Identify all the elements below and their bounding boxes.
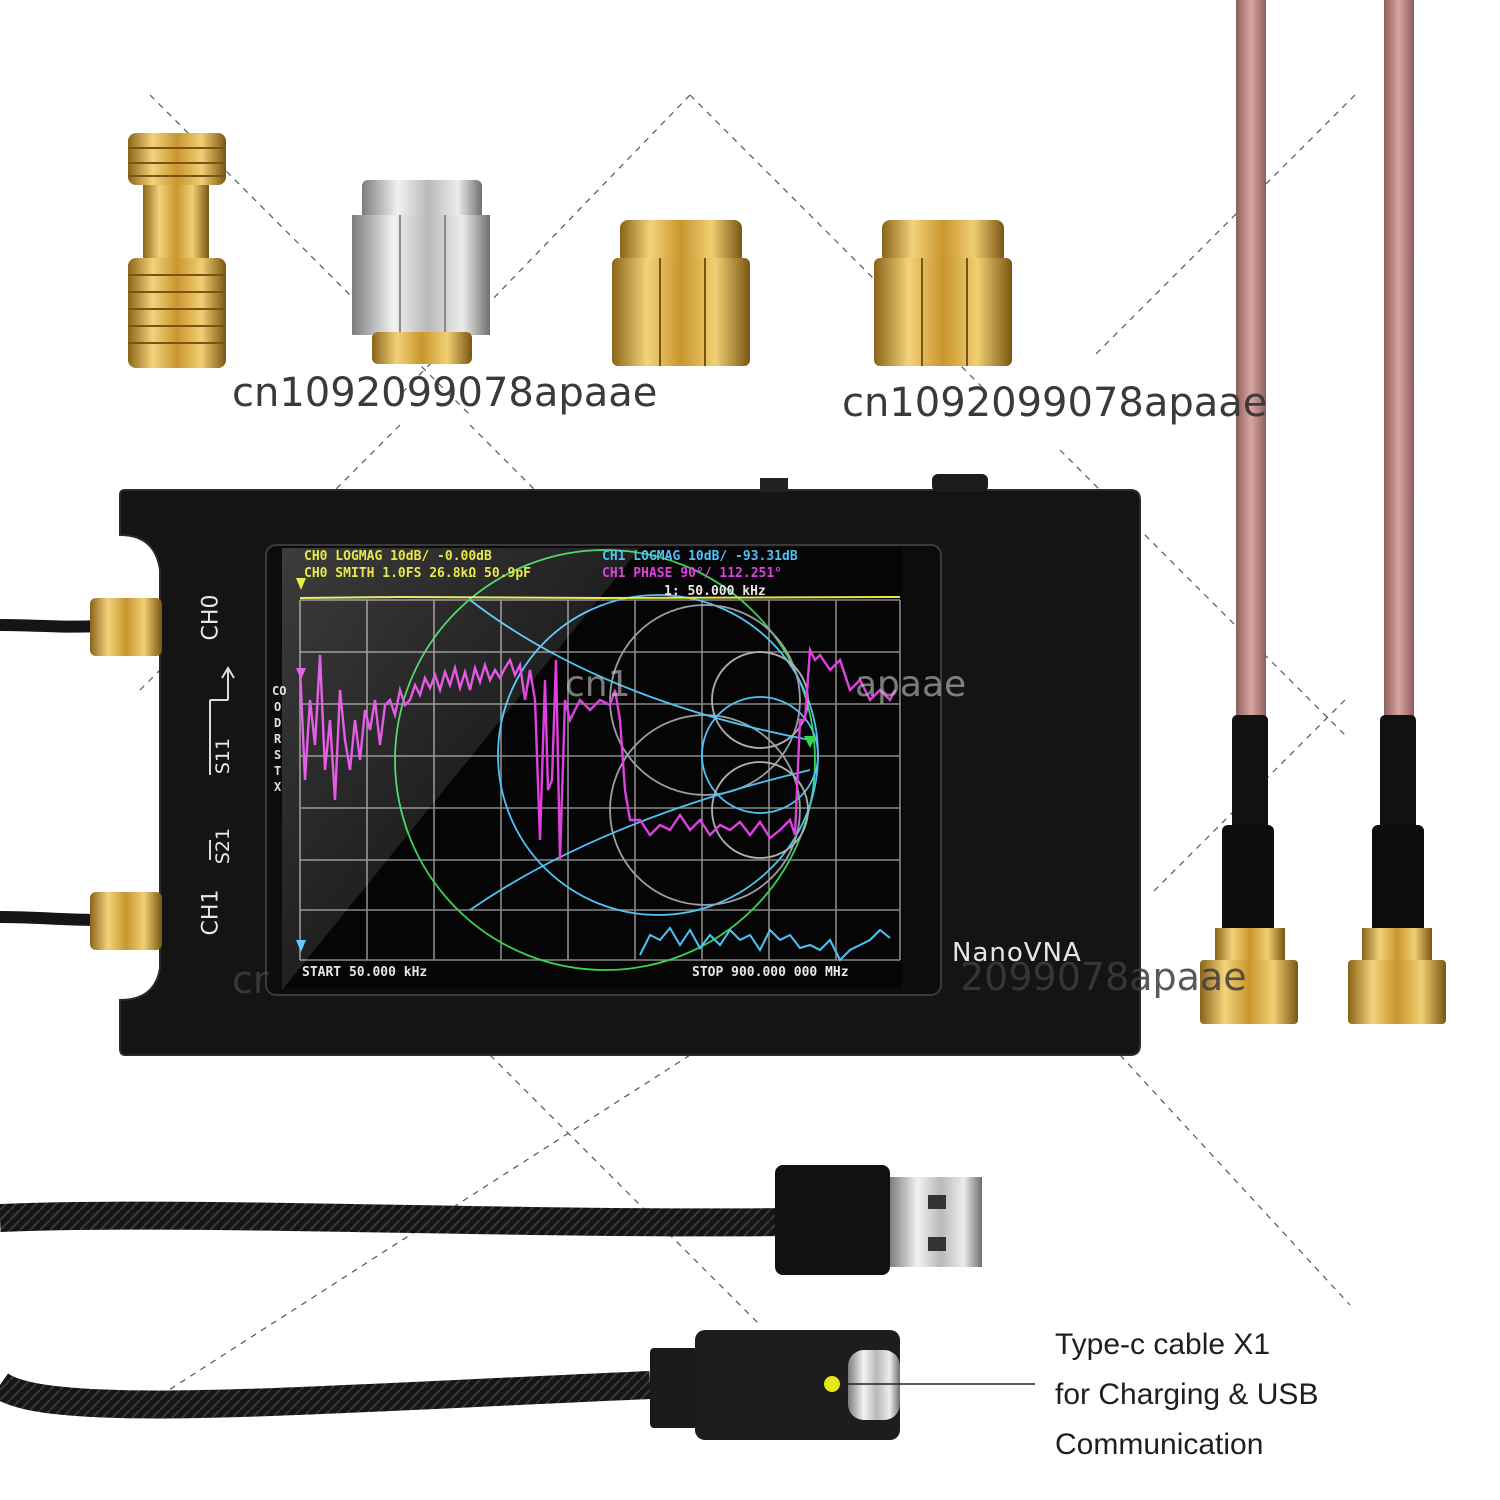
side-menu-4: S (274, 748, 282, 762)
ch1-phase-readout: CH1 PHASE 90°/ 112.251° (602, 566, 783, 581)
side-menu-6: X (274, 780, 282, 794)
watermark-text: cn1 (565, 664, 631, 705)
stop-frequency: STOP 900.000 000 MHz (692, 965, 849, 980)
watermark-text: cn1092099078apaae (842, 380, 1268, 426)
sma-connector-icon (128, 133, 226, 368)
side-menu-1: O (274, 700, 282, 714)
watermark-text: 2099078apaae (960, 955, 1247, 999)
watermark-text: apaae (855, 664, 967, 705)
sma-connector-icon (874, 220, 1012, 366)
side-menu-0: CO (272, 684, 287, 698)
usb-a-cable (0, 1165, 982, 1275)
ch1-logmag-readout: CH1 LOGMAG 10dB/ -93.31dB (602, 549, 798, 564)
usb-c-cable (0, 1330, 1035, 1440)
caption-line-2: for Charging & USB (1055, 1378, 1319, 1411)
sma-connector-icon (612, 220, 750, 366)
start-frequency: START 50.000 kHz (302, 965, 428, 980)
side-menu-3: R (274, 732, 282, 746)
ch0-smith-readout: CH0 SMITH 1.0FS 26.8kΩ 50.9pF (304, 566, 531, 581)
watermark-text: cn1092099078apaae (232, 370, 658, 416)
caption-line-3: Communication (1055, 1428, 1264, 1461)
port-label-ch0: CH0 (198, 594, 224, 641)
rf-cable-left (1200, 0, 1298, 1024)
caption-line-1: Type-c cable X1 (1055, 1328, 1271, 1361)
sma-connector-icon (352, 180, 490, 364)
rf-cable-right (1348, 0, 1446, 1024)
side-menu-2: D (274, 716, 282, 730)
port-label-ch1: CH1 (198, 889, 224, 936)
ch0-logmag-readout: CH0 LOGMAG 10dB/ -0.00dB (304, 549, 492, 564)
vna-display (282, 548, 901, 990)
port-cables (0, 619, 101, 926)
label-s21: S21 (212, 827, 235, 865)
brand-label: NanoVNA (952, 938, 1082, 968)
marker-readout: 1: 50.000 kHz (664, 584, 766, 599)
label-s11: S11 (212, 737, 235, 775)
watermark-text: cr (232, 958, 269, 1002)
side-menu-5: T (274, 764, 282, 778)
